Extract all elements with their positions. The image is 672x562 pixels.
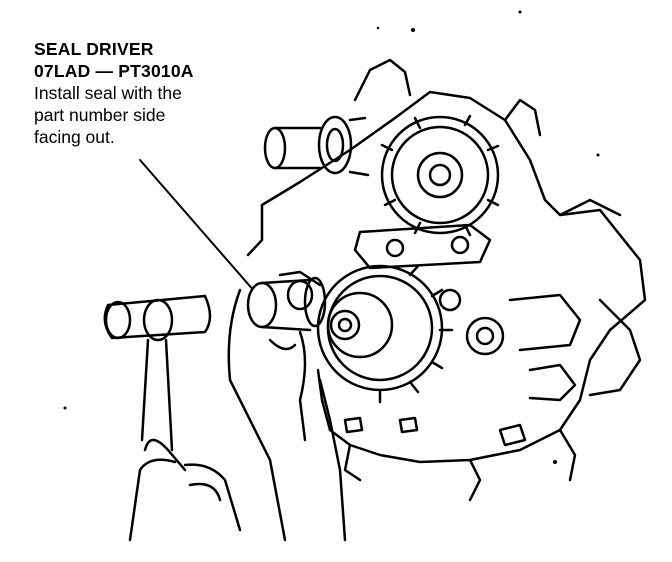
tensioner-bracket (353, 223, 492, 270)
lower-engine-details (343, 288, 582, 447)
camshaft-stub (263, 115, 370, 177)
instruction-line-2: part number side (34, 105, 166, 125)
tool-name: SEAL DRIVER (34, 39, 154, 59)
leader-line (139, 159, 256, 293)
upper-pulley (380, 114, 500, 237)
seal-driver-callout: SEAL DRIVER 07LAD — PT3010A Install seal… (34, 38, 264, 148)
mallet-hand (128, 438, 242, 542)
crank-pulley (316, 264, 454, 404)
seal-driver-tool (246, 270, 327, 332)
engine-block (246, 58, 647, 502)
instruction-line-1: Install seal with the (34, 83, 182, 103)
driver-hand (227, 288, 347, 542)
scan-specks (63, 10, 600, 464)
tool-part-number: 07LAD — PT3010A (34, 61, 194, 81)
mallet (103, 294, 212, 452)
instruction-line-3: facing out. (34, 127, 115, 147)
